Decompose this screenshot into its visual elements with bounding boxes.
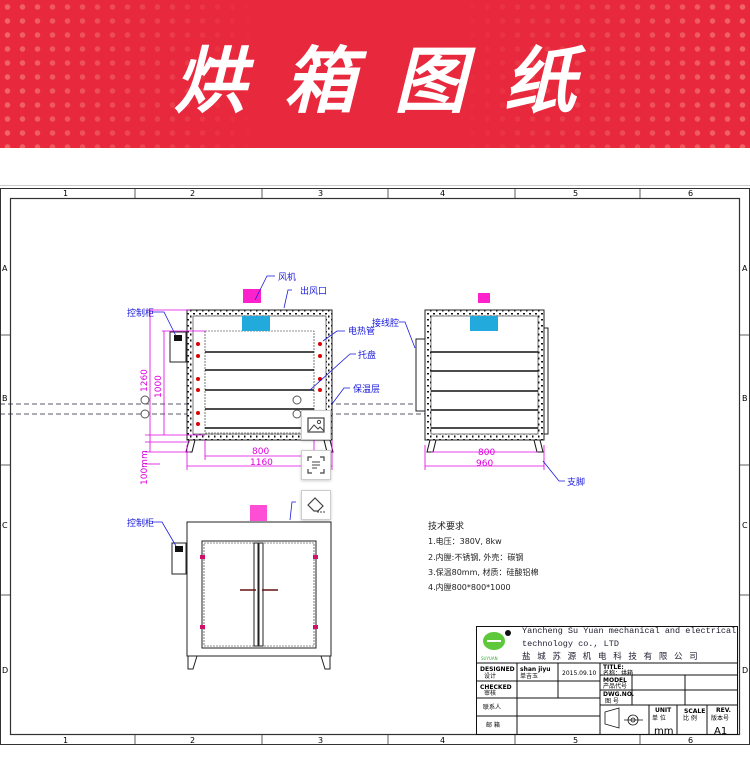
dim-height-inner: 1000 bbox=[154, 375, 164, 398]
unit-value: mm bbox=[654, 726, 673, 737]
door-front-view: 控制柜 bbox=[127, 501, 332, 670]
label-control-box: 控制柜 bbox=[127, 307, 154, 319]
svg-text:设计: 设计 bbox=[484, 672, 496, 680]
label-tray: 托盘 bbox=[358, 349, 376, 361]
column-label: 1 bbox=[63, 189, 68, 198]
scan-text-button[interactable] bbox=[301, 450, 331, 480]
label-heating-tube: 电热管 bbox=[348, 325, 375, 337]
row-label: B bbox=[2, 394, 8, 403]
scan-text-icon bbox=[307, 456, 325, 474]
trays bbox=[205, 351, 314, 429]
fan-motor bbox=[243, 289, 261, 303]
dim-side-width-inner: 800 bbox=[478, 448, 495, 458]
image-search-button[interactable] bbox=[301, 410, 331, 440]
design-date: 2015.09.10 bbox=[562, 670, 597, 677]
svg-text:产品代号: 产品代号 bbox=[603, 682, 627, 690]
row-label: D bbox=[742, 666, 748, 675]
dimension-lines bbox=[145, 309, 333, 470]
checked-label: CHECKED bbox=[480, 684, 512, 691]
label-fan: 风机 bbox=[278, 271, 296, 283]
svg-text:图 号: 图 号 bbox=[605, 698, 619, 705]
callout-leaders bbox=[152, 275, 356, 405]
rev-value: A1 bbox=[714, 726, 727, 737]
tech-item: 1.电压：380V, 8kw bbox=[428, 536, 502, 546]
row-label: A bbox=[2, 264, 8, 273]
column-label: 4 bbox=[440, 736, 445, 745]
air-duct bbox=[242, 316, 270, 331]
dim-side-width-total: 960 bbox=[476, 459, 493, 469]
label-insulation: 保温层 bbox=[353, 383, 380, 395]
column-label: 2 bbox=[190, 189, 195, 198]
label-door-control-box: 控制柜 bbox=[127, 517, 154, 529]
column-label: 5 bbox=[573, 189, 578, 198]
dim-leg: 100mm bbox=[140, 450, 150, 485]
tech-requirements: 技术要求 1.电压：380V, 8kw 2.内膛:不锈钢, 外壳：碳钢 3.保温… bbox=[428, 520, 538, 592]
title-value: 名称：烘箱 bbox=[603, 669, 633, 677]
contact-label: 联系人 bbox=[483, 703, 501, 711]
dim-width-inner: 800 bbox=[252, 447, 269, 457]
company-name-cn: 盐 城 苏 源 机 电 科 技 有 限 公 司 bbox=[522, 651, 700, 662]
column-label: 1 bbox=[63, 736, 68, 745]
designed-label: DESIGNED bbox=[480, 666, 515, 673]
eraser-button[interactable] bbox=[301, 490, 331, 520]
heating-tubes bbox=[196, 342, 322, 426]
title-block: SUYUAN Yancheng Su Yuan mechanical and e… bbox=[476, 626, 738, 737]
tech-item: 4.内膛800*800*1000 bbox=[428, 582, 511, 592]
banner-title: 烘箱图纸 bbox=[173, 38, 614, 123]
svg-text:比 例: 比 例 bbox=[683, 714, 697, 722]
svg-text:SUYUAN: SUYUAN bbox=[481, 656, 498, 661]
column-label: 5 bbox=[573, 736, 578, 745]
svg-text:UNIT: UNIT bbox=[655, 707, 672, 714]
svg-text:单吉玉: 单吉玉 bbox=[520, 672, 538, 680]
junction-box bbox=[415, 338, 426, 412]
row-label: B bbox=[742, 394, 748, 403]
projection-symbol-icon bbox=[604, 707, 643, 729]
front-section-view: 1260 1000 800 1160 100mm 风机 出风口 控制柜 电热管 … bbox=[127, 271, 380, 485]
tech-item: 2.内膛:不锈钢, 外壳：碳钢 bbox=[428, 552, 523, 562]
dim-height-total: 1260 bbox=[140, 369, 150, 392]
tech-title: 技术要求 bbox=[428, 520, 464, 532]
company-name-en: technology co., LTD bbox=[522, 639, 619, 649]
svg-text:版本号: 版本号 bbox=[711, 714, 729, 722]
column-label: 3 bbox=[318, 736, 323, 745]
row-label: D bbox=[2, 666, 8, 675]
row-label: C bbox=[2, 521, 8, 530]
company-name-en: Yancheng Su Yuan mechanical and electric… bbox=[522, 626, 736, 636]
tech-item: 3.保温80mm, 材质：硅酸铝棉 bbox=[428, 567, 538, 577]
column-label: 2 bbox=[190, 736, 195, 745]
company-logo: SUYUAN bbox=[481, 630, 511, 661]
title-label: TITLE: bbox=[603, 664, 624, 671]
column-label: 6 bbox=[688, 189, 693, 198]
banner: 烘箱图纸 bbox=[0, 0, 750, 148]
frame-labels: 1 2 3 4 5 6 1 2 3 4 5 6 A B C D A B C D bbox=[2, 189, 748, 745]
column-label: 6 bbox=[688, 736, 693, 745]
eraser-icon bbox=[307, 497, 325, 513]
image-icon bbox=[307, 417, 325, 433]
label-support-leg: 支脚 bbox=[567, 476, 585, 488]
side-section-view: 800 960 接线腔 支脚 bbox=[372, 293, 585, 488]
label-air-outlet: 出风口 bbox=[300, 285, 327, 297]
label-junction-box: 接线腔 bbox=[372, 317, 399, 329]
dim-width-total: 1160 bbox=[250, 458, 273, 468]
banner-dots-pattern bbox=[0, 0, 750, 148]
column-label: 4 bbox=[440, 189, 445, 198]
email-label: 邮 箱 bbox=[486, 721, 500, 729]
svg-text:SCALE: SCALE bbox=[684, 708, 705, 715]
svg-text:单 位: 单 位 bbox=[652, 714, 666, 722]
designer-name: shan jiyu bbox=[520, 666, 551, 673]
svg-text:REV.: REV. bbox=[716, 707, 731, 714]
svg-text:DWG.NO.: DWG.NO. bbox=[603, 691, 634, 698]
svg-text:MODEL: MODEL bbox=[603, 677, 627, 684]
divider bbox=[0, 185, 750, 186]
row-label: A bbox=[742, 264, 748, 273]
svg-text:审核: 审核 bbox=[484, 689, 496, 697]
row-label: C bbox=[742, 521, 748, 530]
column-label: 3 bbox=[318, 189, 323, 198]
